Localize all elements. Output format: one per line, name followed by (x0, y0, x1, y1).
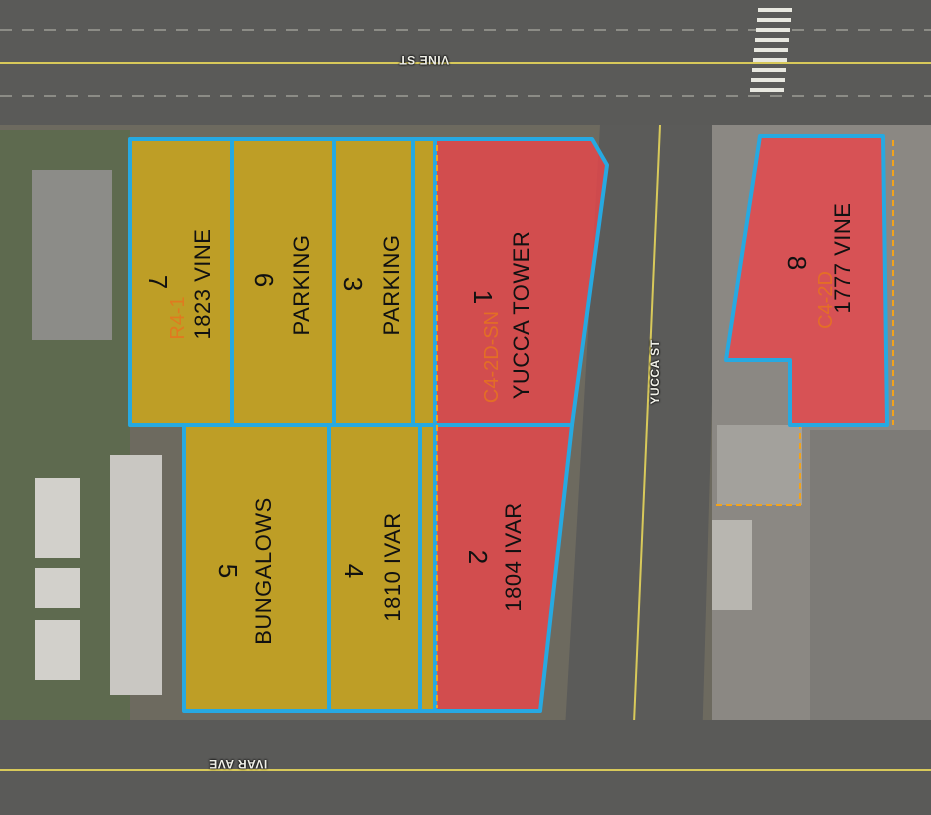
parcel-1-number: 1 (468, 289, 498, 305)
parcel-strip[interactable] (411, 137, 437, 427)
parcel-3-name: PARKING (379, 234, 404, 336)
parcel-3-number: 3 (338, 276, 368, 292)
parcel-3[interactable] (332, 137, 415, 427)
parcel-2-name: 1804 IVAR (501, 502, 526, 612)
parcel-8[interactable] (724, 134, 889, 427)
parcel-5-name: BUNGALOWS (251, 497, 276, 645)
parcel-1-zoning: C4-2D-SN (481, 310, 503, 404)
parcel-5-number: 5 (213, 563, 243, 579)
neighbor-building (712, 520, 752, 610)
parcel-2[interactable] (433, 423, 574, 713)
ivar-avenue (0, 720, 931, 815)
parcel-8-name: 1777 VINE (830, 202, 855, 314)
neighbor-building (35, 620, 80, 680)
parcel-8-number: 8 (782, 255, 812, 271)
neighbor-building (717, 425, 802, 505)
street-label-ivar: IVAR AVE (208, 757, 268, 771)
parcel-6[interactable] (230, 137, 336, 427)
dashed-boundary (716, 425, 801, 506)
parcel-4-number: 4 (339, 563, 369, 579)
parcel-7-number: 7 (143, 274, 173, 290)
parcel-2-number: 2 (463, 549, 493, 565)
parcel-7[interactable] (128, 137, 234, 427)
parking-lot (810, 430, 931, 720)
yucca-street (560, 125, 720, 815)
parcel-4-name: 1810 IVAR (380, 512, 405, 622)
neighbor-building (32, 170, 112, 340)
parcel-7-zoning: R4-1 (167, 296, 189, 340)
parcel-7-name: 1823 VINE (190, 228, 215, 340)
street-label-vine: VINE ST (398, 53, 450, 67)
parcel-6-name: PARKING (289, 234, 314, 336)
crosswalk (750, 8, 792, 92)
neighbor-building (35, 478, 80, 558)
neighbor-building (35, 568, 80, 608)
neighbor-building (110, 455, 162, 695)
parcel-6-number: 6 (249, 272, 279, 288)
parcel-5[interactable] (182, 423, 331, 713)
street-label-yucca: YUCCA ST (648, 339, 662, 405)
parcel-1-name: YUCCA TOWER (509, 230, 534, 400)
parcel-1[interactable] (433, 137, 609, 427)
